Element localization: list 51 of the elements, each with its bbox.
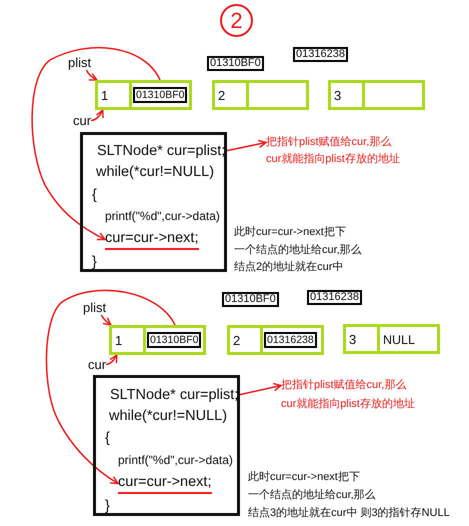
address-label: 01316238	[307, 290, 362, 305]
code-line: {	[105, 429, 110, 447]
code-line: cur=cur->next;	[105, 229, 198, 250]
note-text: 此时cur=cur->next把下一个结点的地址给cur,那么结点2的地址就在cur中	[234, 225, 362, 275]
arrow	[225, 140, 267, 152]
code-line: printf("%d",cur->data)	[105, 207, 220, 225]
node-value: 1	[115, 333, 122, 348]
pointer-value: 01316238	[264, 332, 317, 348]
code-line: printf("%d",cur->data)	[118, 451, 233, 469]
annotation-text: 把指针plist赋值给cur,那么cur就能指向plist存放的地址	[281, 376, 415, 414]
code-line: while(*cur!=NULL)	[96, 163, 214, 181]
address-label: 01316238	[293, 47, 348, 62]
node-value: 2	[233, 333, 240, 348]
step-number: 2	[220, 4, 253, 37]
list-node	[212, 80, 309, 110]
list-node	[227, 325, 324, 355]
address-label: 01310BF0	[222, 292, 279, 307]
pointer-arrow	[100, 314, 112, 326]
code-line: while(*cur!=NULL)	[109, 407, 228, 425]
code-line: SLTNode* cur=plist;	[110, 386, 238, 404]
code-box	[80, 132, 227, 272]
curved-arrow	[46, 290, 176, 484]
variable-name: cur	[88, 357, 106, 372]
node-value: 3	[334, 88, 342, 103]
variable-name: plist	[83, 300, 106, 315]
variable-name: plist	[68, 55, 92, 70]
node-value: 3	[349, 332, 356, 347]
pointer-value: 01310BF0	[133, 87, 188, 103]
arrow	[238, 382, 282, 396]
pointer-value: 01310BF0	[147, 332, 202, 348]
list-node	[109, 325, 206, 355]
list-node	[343, 324, 440, 354]
code-box	[93, 375, 240, 516]
curved-arrow	[31, 47, 161, 240]
pointer-arrow	[90, 109, 104, 122]
code-line: SLTNode* cur=plist;	[97, 142, 226, 160]
code-line: cur=cur->next;	[118, 473, 212, 494]
pointer-value: NULL	[383, 334, 415, 346]
note-text: 此时cur=cur->next把下一个结点的地址给cur,那么结点3的地址就在cur中 则3的指针存NULL	[248, 470, 450, 521]
pointer-arrow	[86, 70, 98, 81]
list-node	[328, 80, 425, 110]
code-line: }	[92, 253, 97, 271]
node-value: 1	[101, 88, 108, 103]
address-label: 01310BF0	[207, 56, 264, 71]
pointer-arrow	[106, 354, 118, 366]
node-value: 2	[218, 88, 226, 103]
annotation-text: 把指针plist赋值给cur,那么cur就能指向plist存放的地址	[266, 134, 400, 168]
variable-name: cur	[73, 113, 92, 128]
code-line: }	[105, 497, 110, 515]
list-node	[95, 80, 192, 110]
code-line: {	[92, 186, 97, 204]
